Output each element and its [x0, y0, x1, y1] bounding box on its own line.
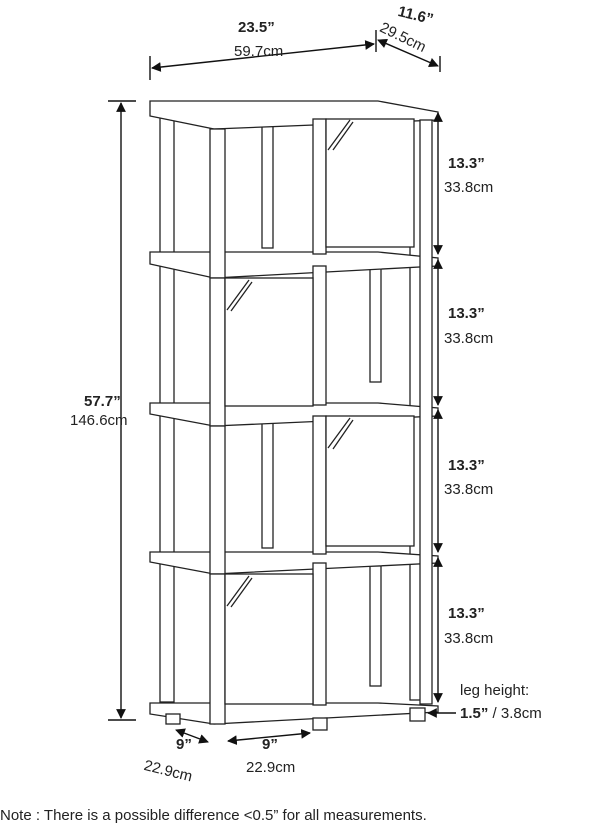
width-inches-label: 23.5” — [238, 19, 275, 36]
feet — [165, 707, 426, 731]
height-inches-label: 57.7” — [84, 393, 121, 410]
bottom-left-inches-label: 9” — [176, 736, 192, 753]
shelf-1-inches-label: 13.3” — [448, 155, 485, 172]
bottom-mid-cm-label: 22.9cm — [246, 759, 296, 776]
bottom-mid-inches-label: 9” — [262, 736, 278, 753]
measurement-note: Note : There is a possible difference <0… — [0, 807, 427, 824]
shelf-2-cm-label: 33.8cm — [444, 330, 494, 347]
bookshelf — [149, 100, 439, 731]
leg-height-value: 1.5” / 3.8cm — [460, 706, 542, 721]
braces — [226, 119, 354, 608]
leg-height-label: leg height: — [460, 682, 530, 699]
height-cm-label: 146.6cm — [70, 412, 128, 429]
width-cm-label: 59.7cm — [234, 43, 284, 60]
leg-height-inches: 1.5” — [460, 705, 489, 722]
shelf-3-cm-label: 33.8cm — [444, 481, 494, 498]
shelf-3-inches-label: 13.3” — [448, 457, 485, 474]
leg-height-cm: / 3.8cm — [488, 705, 542, 722]
front-posts — [209, 118, 433, 725]
shelf-2-inches-label: 13.3” — [448, 305, 485, 322]
dimension-lines — [108, 30, 456, 746]
shelf-1-cm-label: 33.8cm — [444, 179, 494, 196]
shelf-4-inches-label: 13.3” — [448, 605, 485, 622]
shelf-4-cm-label: 33.8cm — [444, 630, 494, 647]
